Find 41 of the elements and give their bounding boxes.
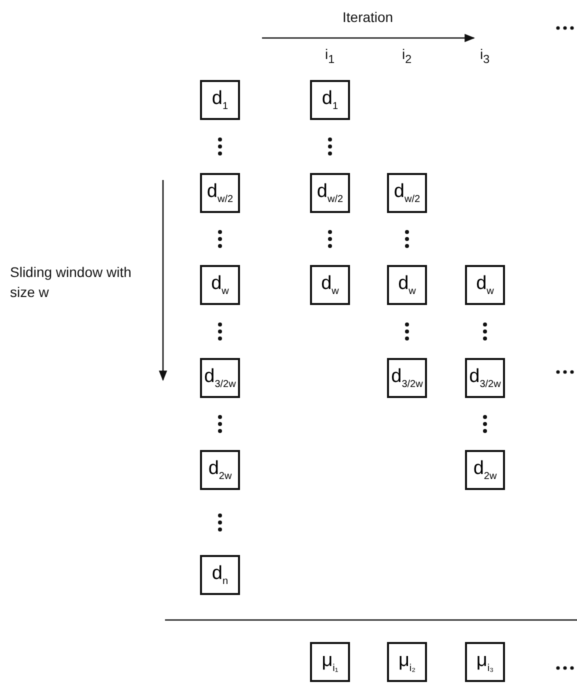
box-label: d$_{w/2}$ bbox=[316, 181, 344, 205]
data-box bbox=[200, 173, 240, 213]
box-label: d$_{3/2w}$ bbox=[391, 366, 423, 390]
data-box bbox=[200, 80, 240, 120]
box-label: d$_{3/2w}$ bbox=[204, 366, 236, 390]
data-box bbox=[200, 450, 240, 490]
box-label: d$_{2w}$ bbox=[208, 458, 232, 482]
data-box bbox=[465, 265, 505, 305]
data-box bbox=[387, 642, 427, 682]
axis-title: Iteration bbox=[342, 9, 394, 25]
box-label: d$_{2w}$ bbox=[473, 458, 497, 482]
box-label: d$_{1}$ bbox=[212, 88, 228, 112]
data-box bbox=[200, 265, 240, 305]
box-label: d$_{3/2w}$ bbox=[469, 366, 501, 390]
data-box bbox=[200, 555, 240, 595]
data-box bbox=[387, 173, 427, 213]
data-box bbox=[200, 358, 240, 398]
box-label: d$_{w/2}$ bbox=[206, 181, 234, 205]
data-box bbox=[465, 642, 505, 682]
data-box bbox=[310, 265, 350, 305]
box-label: d$_{w}$ bbox=[321, 273, 339, 297]
data-box bbox=[387, 265, 427, 305]
data-box bbox=[310, 173, 350, 213]
data-box bbox=[465, 358, 505, 398]
iteration-label: i$_{3}$ bbox=[480, 46, 490, 66]
box-label: μ$_{i₂}$ bbox=[398, 650, 416, 674]
box-label: d$_{w}$ bbox=[476, 273, 494, 297]
data-box bbox=[310, 642, 350, 682]
box-label: d$_{w}$ bbox=[211, 273, 229, 297]
iteration-label: i$_{2}$ bbox=[402, 46, 412, 66]
window-label: Sliding window with size w bbox=[10, 263, 132, 302]
box-label: d$_{w}$ bbox=[398, 273, 416, 297]
box-label: d$_{w/2}$ bbox=[394, 181, 420, 205]
box-label: μ$_{i₁}$ bbox=[322, 650, 338, 674]
box-label: d$_{n}$ bbox=[212, 563, 228, 587]
data-box bbox=[465, 450, 505, 490]
data-box bbox=[310, 80, 350, 120]
data-box bbox=[387, 358, 427, 398]
box-label: d$_{1}$ bbox=[322, 88, 338, 112]
box-label: μ$_{i₃}$ bbox=[476, 650, 494, 674]
iteration-label: i$_{1}$ bbox=[325, 46, 335, 66]
